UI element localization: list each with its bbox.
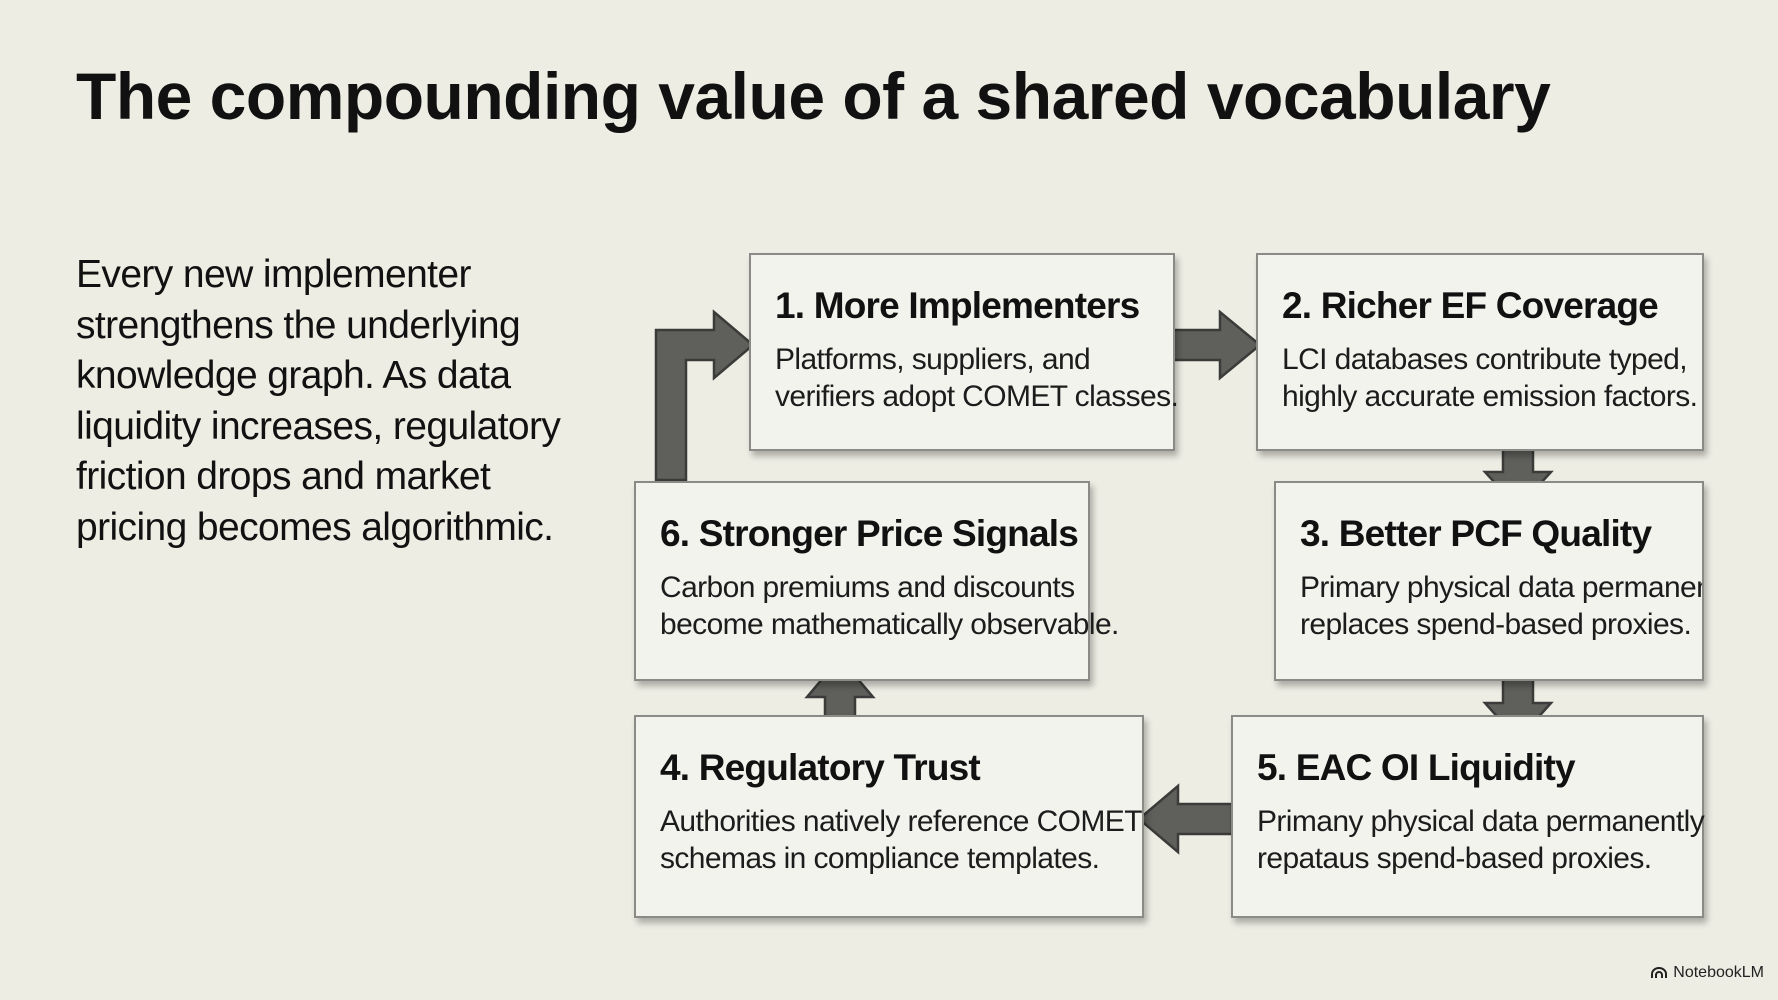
step-heading: 2. Richer EF Coverage: [1282, 285, 1659, 326]
step-heading: 5. EAC OI Liquidity: [1257, 747, 1576, 788]
step-heading: 1. More Implementers: [775, 285, 1140, 326]
step-heading: 6. Stronger Price Signals: [660, 513, 1079, 554]
arrow-6-to-1: [654, 309, 755, 482]
step-description-line: Carbon premiums and discounts: [660, 571, 1075, 604]
brand-label: NotebookLM: [1673, 964, 1764, 981]
step-description-line: replaces spend-based proxies.: [1300, 608, 1692, 641]
brand-watermark: NotebookLM: [1651, 964, 1764, 982]
step-description-line: Primary physical data permanently: [1300, 571, 1704, 604]
step-description-line: highly accurate emission factors.: [1282, 380, 1698, 413]
step-card-richer-ef-coverage: 2. Richer EF Coverage LCI databases cont…: [1256, 253, 1704, 451]
step-card-more-implementers: 1. More Implementers Platforms, supplier…: [749, 253, 1179, 451]
step-description-line: LCI databases contribute typed,: [1282, 343, 1688, 376]
intro-text: Every new implementer strengthens the un…: [76, 253, 561, 549]
slide-title: The compounding value of a shared vocabu…: [76, 59, 1551, 133]
step-card-better-pcf-quality: 3. Better PCF Quality Primary physical d…: [1274, 481, 1704, 681]
step-card-regulatory-trust: 4. Regulatory Trust Authorities natively…: [634, 715, 1144, 918]
step-description-line: schemas in compliance templates.: [660, 842, 1100, 875]
step-heading: 3. Better PCF Quality: [1300, 513, 1652, 554]
step-description-line: Authorities natively reference COMET: [660, 805, 1143, 838]
notebooklm-logo-icon: [1651, 967, 1668, 978]
step-description-line: verifiers adopt COMET classes.: [775, 380, 1179, 413]
arrow-1-to-2: [1166, 309, 1262, 381]
step-card-stronger-price-signals: 6. Stronger Price Signals Carbon premium…: [634, 481, 1119, 681]
step-description-line: repataus spend-based proxies.: [1257, 842, 1652, 875]
arrow-5-to-4: [1137, 783, 1234, 855]
step-description-line: Primany physical data permanently: [1257, 805, 1705, 838]
step-description-line: Platforms, suppliers, and: [775, 343, 1091, 376]
step-card-eac-oi-liquidity: 5. EAC OI Liquidity Primany physical dat…: [1231, 715, 1705, 918]
step-description-line: become mathematically observable.: [660, 608, 1119, 641]
step-heading: 4. Regulatory Trust: [660, 747, 981, 788]
